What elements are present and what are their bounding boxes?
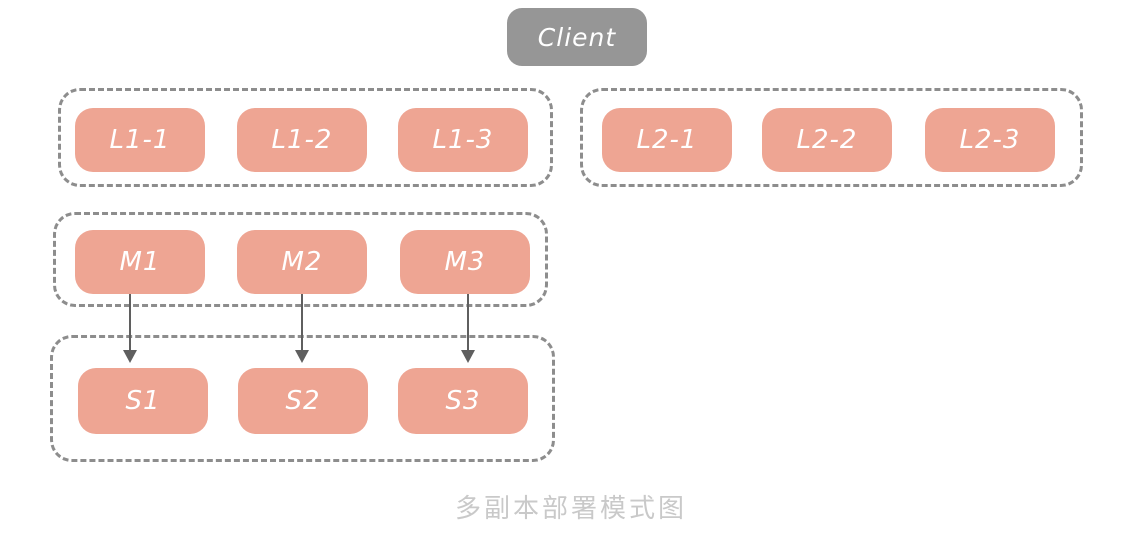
arrow-line [129, 294, 131, 350]
node-l1-1: L1-1 [75, 108, 205, 172]
diagram-caption: 多副本部署模式图 [454, 494, 687, 524]
arrow-m3-s3 [461, 294, 475, 363]
node-m1: M1 [75, 230, 205, 294]
arrow-head-icon [295, 350, 309, 363]
arrow-head-icon [123, 350, 137, 363]
node-s1: S1 [78, 368, 208, 434]
node-l2-3: L2-3 [925, 108, 1055, 172]
node-l1-3: L1-3 [398, 108, 528, 172]
node-m2: M2 [237, 230, 367, 294]
node-l2-1: L2-1 [602, 108, 732, 172]
node-m3: M3 [400, 230, 530, 294]
node-l2-2: L2-2 [762, 108, 892, 172]
arrow-head-icon [461, 350, 475, 363]
client-node: Client [507, 8, 647, 66]
group-l2: L2-1 L2-2 L2-3 [580, 88, 1083, 187]
arrow-line [301, 294, 303, 350]
group-m: M1 M2 M3 [53, 212, 548, 307]
arrow-m1-s1 [123, 294, 137, 363]
group-s: S1 S2 S3 [50, 335, 555, 462]
node-l1-2: L1-2 [237, 108, 367, 172]
node-s3: S3 [398, 368, 528, 434]
group-l1: L1-1 L1-2 L1-3 [58, 88, 553, 187]
arrow-m2-s2 [295, 294, 309, 363]
node-s2: S2 [238, 368, 368, 434]
arrow-line [467, 294, 469, 350]
